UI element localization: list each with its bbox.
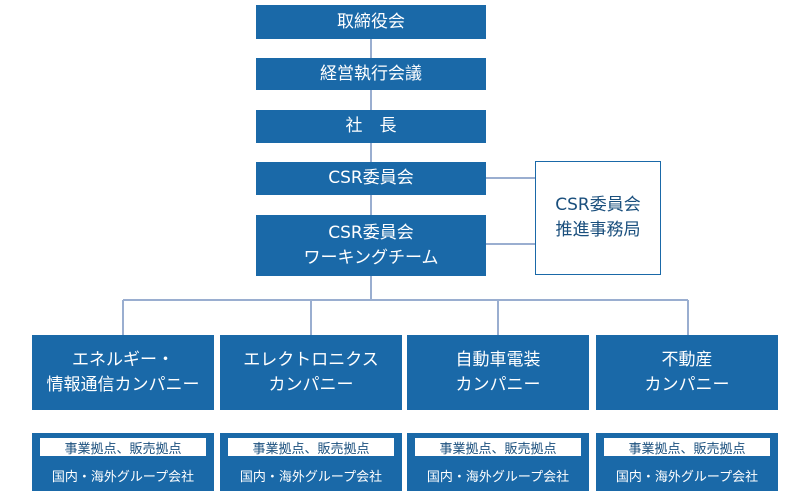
company-box-4: 不動産 カンパニー bbox=[596, 335, 778, 410]
company-sites-label-1: 事業拠点、販売拠点 bbox=[40, 438, 206, 457]
exec-meeting-box: 経営執行会議 bbox=[256, 58, 486, 90]
board-label: 取締役会 bbox=[337, 11, 405, 32]
company-sites-label-4: 事業拠点、販売拠点 bbox=[604, 438, 770, 457]
company-group-label-3: 国内・海外グループ会社 bbox=[426, 469, 570, 485]
company-name-2: エレクトロニクス カンパニー bbox=[243, 349, 379, 395]
company-sub-box-4: 事業拠点、販売拠点 国内・海外グループ会社 bbox=[596, 433, 778, 491]
company-sub-box-2: 事業拠点、販売拠点 国内・海外グループ会社 bbox=[220, 433, 402, 491]
exec-meeting-label: 経営執行会議 bbox=[320, 63, 422, 84]
company-sites-label-3: 事業拠点、販売拠点 bbox=[415, 438, 581, 457]
company-name-3: 自動車電装 カンパニー bbox=[455, 349, 541, 395]
csr-working-team-label: CSR委員会 ワーキングチーム bbox=[303, 222, 439, 268]
company-box-1: エネルギー・ 情報通信カンパニー bbox=[32, 335, 214, 410]
company-name-1: エネルギー・ 情報通信カンパニー bbox=[46, 349, 200, 395]
company-sub-box-1: 事業拠点、販売拠点 国内・海外グループ会社 bbox=[32, 433, 214, 491]
csr-committee-box: CSR委員会 bbox=[256, 162, 486, 195]
csr-secretariat-box: CSR委員会 推進事務局 bbox=[535, 161, 661, 275]
company-sub-box-3: 事業拠点、販売拠点 国内・海外グループ会社 bbox=[407, 433, 589, 491]
company-name-4: 不動産 カンパニー bbox=[644, 349, 730, 395]
company-sites-label-2: 事業拠点、販売拠点 bbox=[228, 438, 394, 457]
csr-secretariat-label: CSR委員会 推進事務局 bbox=[555, 194, 641, 241]
csr-working-team-box: CSR委員会 ワーキングチーム bbox=[256, 215, 486, 276]
company-group-label-4: 国内・海外グループ会社 bbox=[615, 469, 759, 485]
president-box: 社 長 bbox=[256, 110, 486, 143]
company-box-3: 自動車電装 カンパニー bbox=[407, 335, 589, 410]
company-box-2: エレクトロニクス カンパニー bbox=[220, 335, 402, 410]
president-label: 社 長 bbox=[345, 116, 397, 137]
board-box: 取締役会 bbox=[256, 5, 486, 39]
company-group-label-2: 国内・海外グループ会社 bbox=[239, 469, 383, 485]
csr-committee-label: CSR委員会 bbox=[328, 168, 414, 189]
company-group-label-1: 国内・海外グループ会社 bbox=[51, 469, 195, 485]
